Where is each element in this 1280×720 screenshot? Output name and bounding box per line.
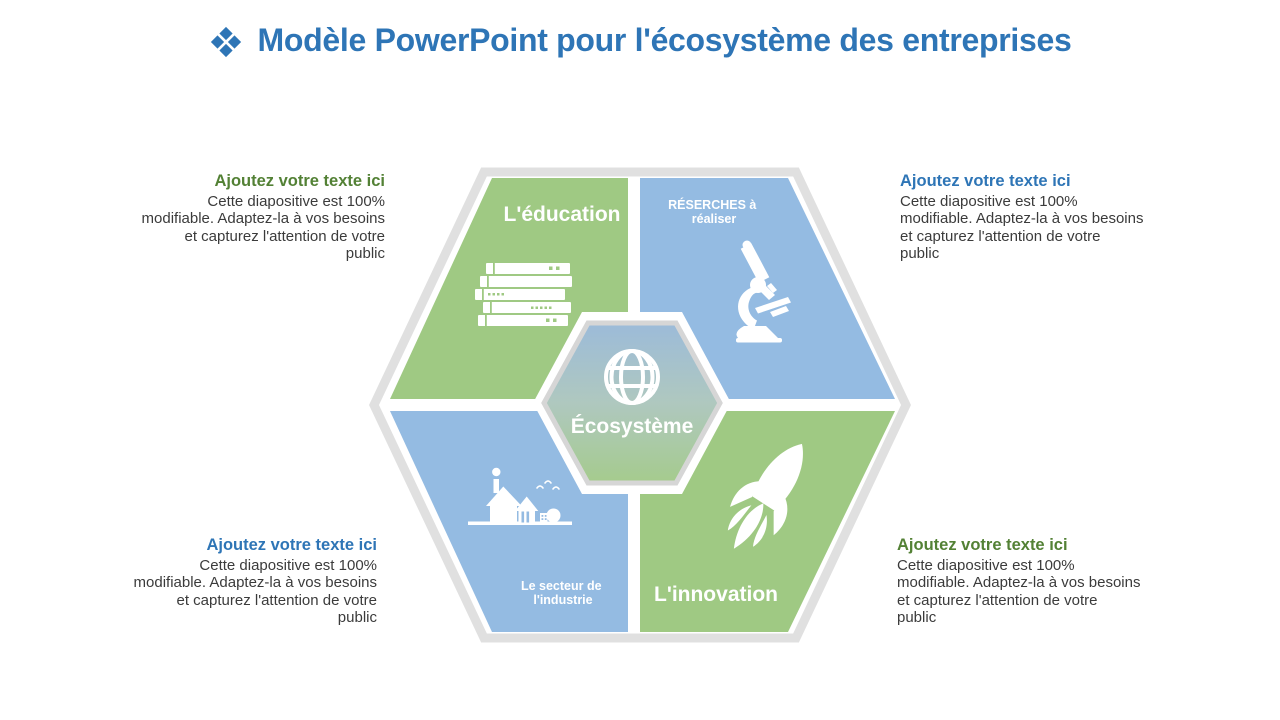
callout-body-line: Cette diapositive est 100% [199, 557, 377, 574]
callout-body-line: public [897, 609, 937, 627]
microscope-icon [736, 240, 791, 343]
callout-heading: Ajoutez votre texte ici [897, 536, 1068, 554]
callout-body-line: modifiable. Adaptez-la à vos besoins [900, 210, 1144, 228]
server-stack-icon [475, 263, 572, 326]
callout-body: Cette diapositive est 100% modifiable. A… [900, 193, 1162, 263]
callout-body-line: et capturez l'attention de votre [900, 227, 1101, 245]
callout-heading: Ajoutez votre texte ici [206, 536, 377, 554]
quadrant-label-innovation: L'innovation [654, 583, 778, 606]
quadrant-label-industry: Le secteur de l'industrie [521, 579, 605, 607]
quadrant-label-education: L'éducation [504, 203, 621, 226]
callout-body-line: modifiable. Adaptez-la à vos besoins [133, 574, 377, 592]
callout-body-line: modifiable. Adaptez-la à vos besoins [141, 210, 385, 228]
callout-body-line: public [337, 609, 377, 627]
house-icon [468, 467, 572, 525]
callout-bottom-right: Ajoutez votre texte ici Cette diapositiv… [897, 536, 1162, 627]
callout-heading: Ajoutez votre texte ici [214, 172, 385, 190]
callout-body-line: Cette diapositive est 100% [900, 193, 1078, 210]
callout-body-line: Cette diapositive est 100% [897, 557, 1075, 574]
callout-body: Cette diapositive est 100% modifiable. A… [897, 557, 1162, 627]
callout-body: Cette diapositive est 100% modifiable. A… [118, 193, 385, 263]
callout-body-line: et capturez l'attention de votre [184, 227, 386, 245]
callout-top-left: Ajoutez votre texte ici Cette diapositiv… [118, 172, 385, 263]
callout-top-right: Ajoutez votre texte ici Cette diapositiv… [900, 172, 1162, 263]
quadrant-innovation [640, 411, 895, 632]
four-diamonds-icon [210, 26, 241, 57]
hexagon-outline [369, 167, 911, 643]
callout-body-line: public [345, 245, 385, 263]
callout-body-line: et capturez l'attention de votre [897, 591, 1098, 609]
callout-body: Cette diapositive est 100% modifiable. A… [110, 557, 377, 627]
globe-icon [604, 349, 660, 405]
callout-body-line: modifiable. Adaptez-la à vos besoins [897, 574, 1141, 592]
callout-heading: Ajoutez votre texte ici [900, 172, 1071, 190]
callout-body-line: public [900, 245, 940, 263]
rocket-icon [727, 443, 803, 549]
slide-header: Modèle PowerPoint pour l'écosystème des … [0, 22, 1280, 59]
callout-bottom-left: Ajoutez votre texte ici Cette diapositiv… [110, 536, 377, 627]
page-title: Modèle PowerPoint pour l'écosystème des … [257, 22, 1072, 58]
callout-body-line: et capturez l'attention de votre [176, 591, 378, 609]
center-label: Écosystème [571, 415, 694, 438]
callout-body-line: Cette diapositive est 100% [207, 193, 385, 210]
quadrant-label-research: RÉSERCHES à réaliser [668, 197, 760, 226]
